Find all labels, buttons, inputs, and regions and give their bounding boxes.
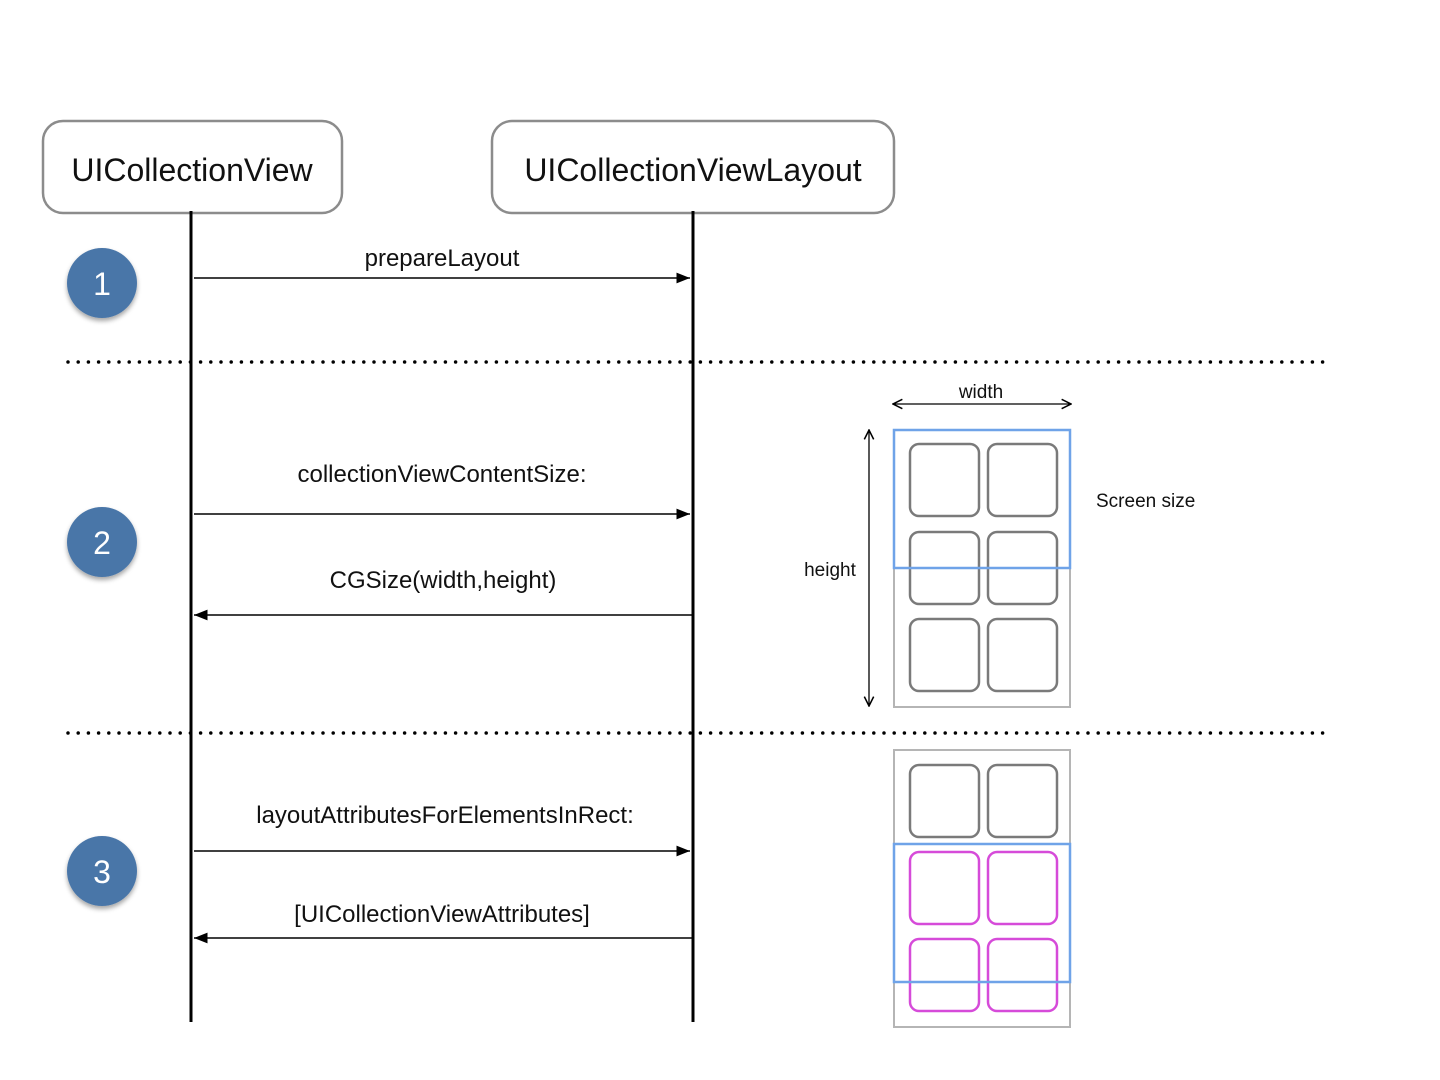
message-layout-attributes: layoutAttributesForElementsInRect: (256, 802, 634, 829)
highlighted-cell (908, 850, 981, 926)
step-badge-3: 3 (67, 836, 137, 906)
cell (908, 442, 981, 518)
svg-text:1: 1 (93, 266, 111, 302)
message-prepare-layout: prepareLayout (365, 245, 520, 272)
actor-label-left: UICollectionView (71, 152, 313, 188)
message-attributes-return: [UICollectionViewAttributes] (294, 901, 590, 928)
actor-label-right: UICollectionViewLayout (524, 152, 861, 188)
cell (986, 617, 1059, 693)
highlighted-cell (986, 937, 1059, 1013)
message-content-size: collectionViewContentSize: (297, 461, 586, 488)
width-label: width (958, 382, 1003, 403)
content-outline (893, 749, 1071, 1028)
svg-text:3: 3 (93, 854, 111, 890)
cell (908, 763, 981, 839)
step-badge-1: 1 (67, 248, 137, 318)
highlighted-cell (908, 937, 981, 1013)
content-size-illustration: width height Screen size (804, 382, 1195, 708)
cell (908, 617, 981, 693)
cell (986, 442, 1059, 518)
highlighted-cell (986, 850, 1059, 926)
message-cgsize-return: CGSize(width,height) (330, 567, 557, 594)
height-label: height (804, 560, 856, 581)
step-badge-2: 2 (67, 507, 137, 577)
screen-outline (892, 842, 1072, 984)
screen-outline (892, 428, 1072, 570)
screen-size-label: Screen size (1096, 491, 1195, 512)
cell (986, 763, 1059, 839)
svg-text:2: 2 (93, 525, 111, 561)
visible-rect-illustration (892, 749, 1072, 1028)
